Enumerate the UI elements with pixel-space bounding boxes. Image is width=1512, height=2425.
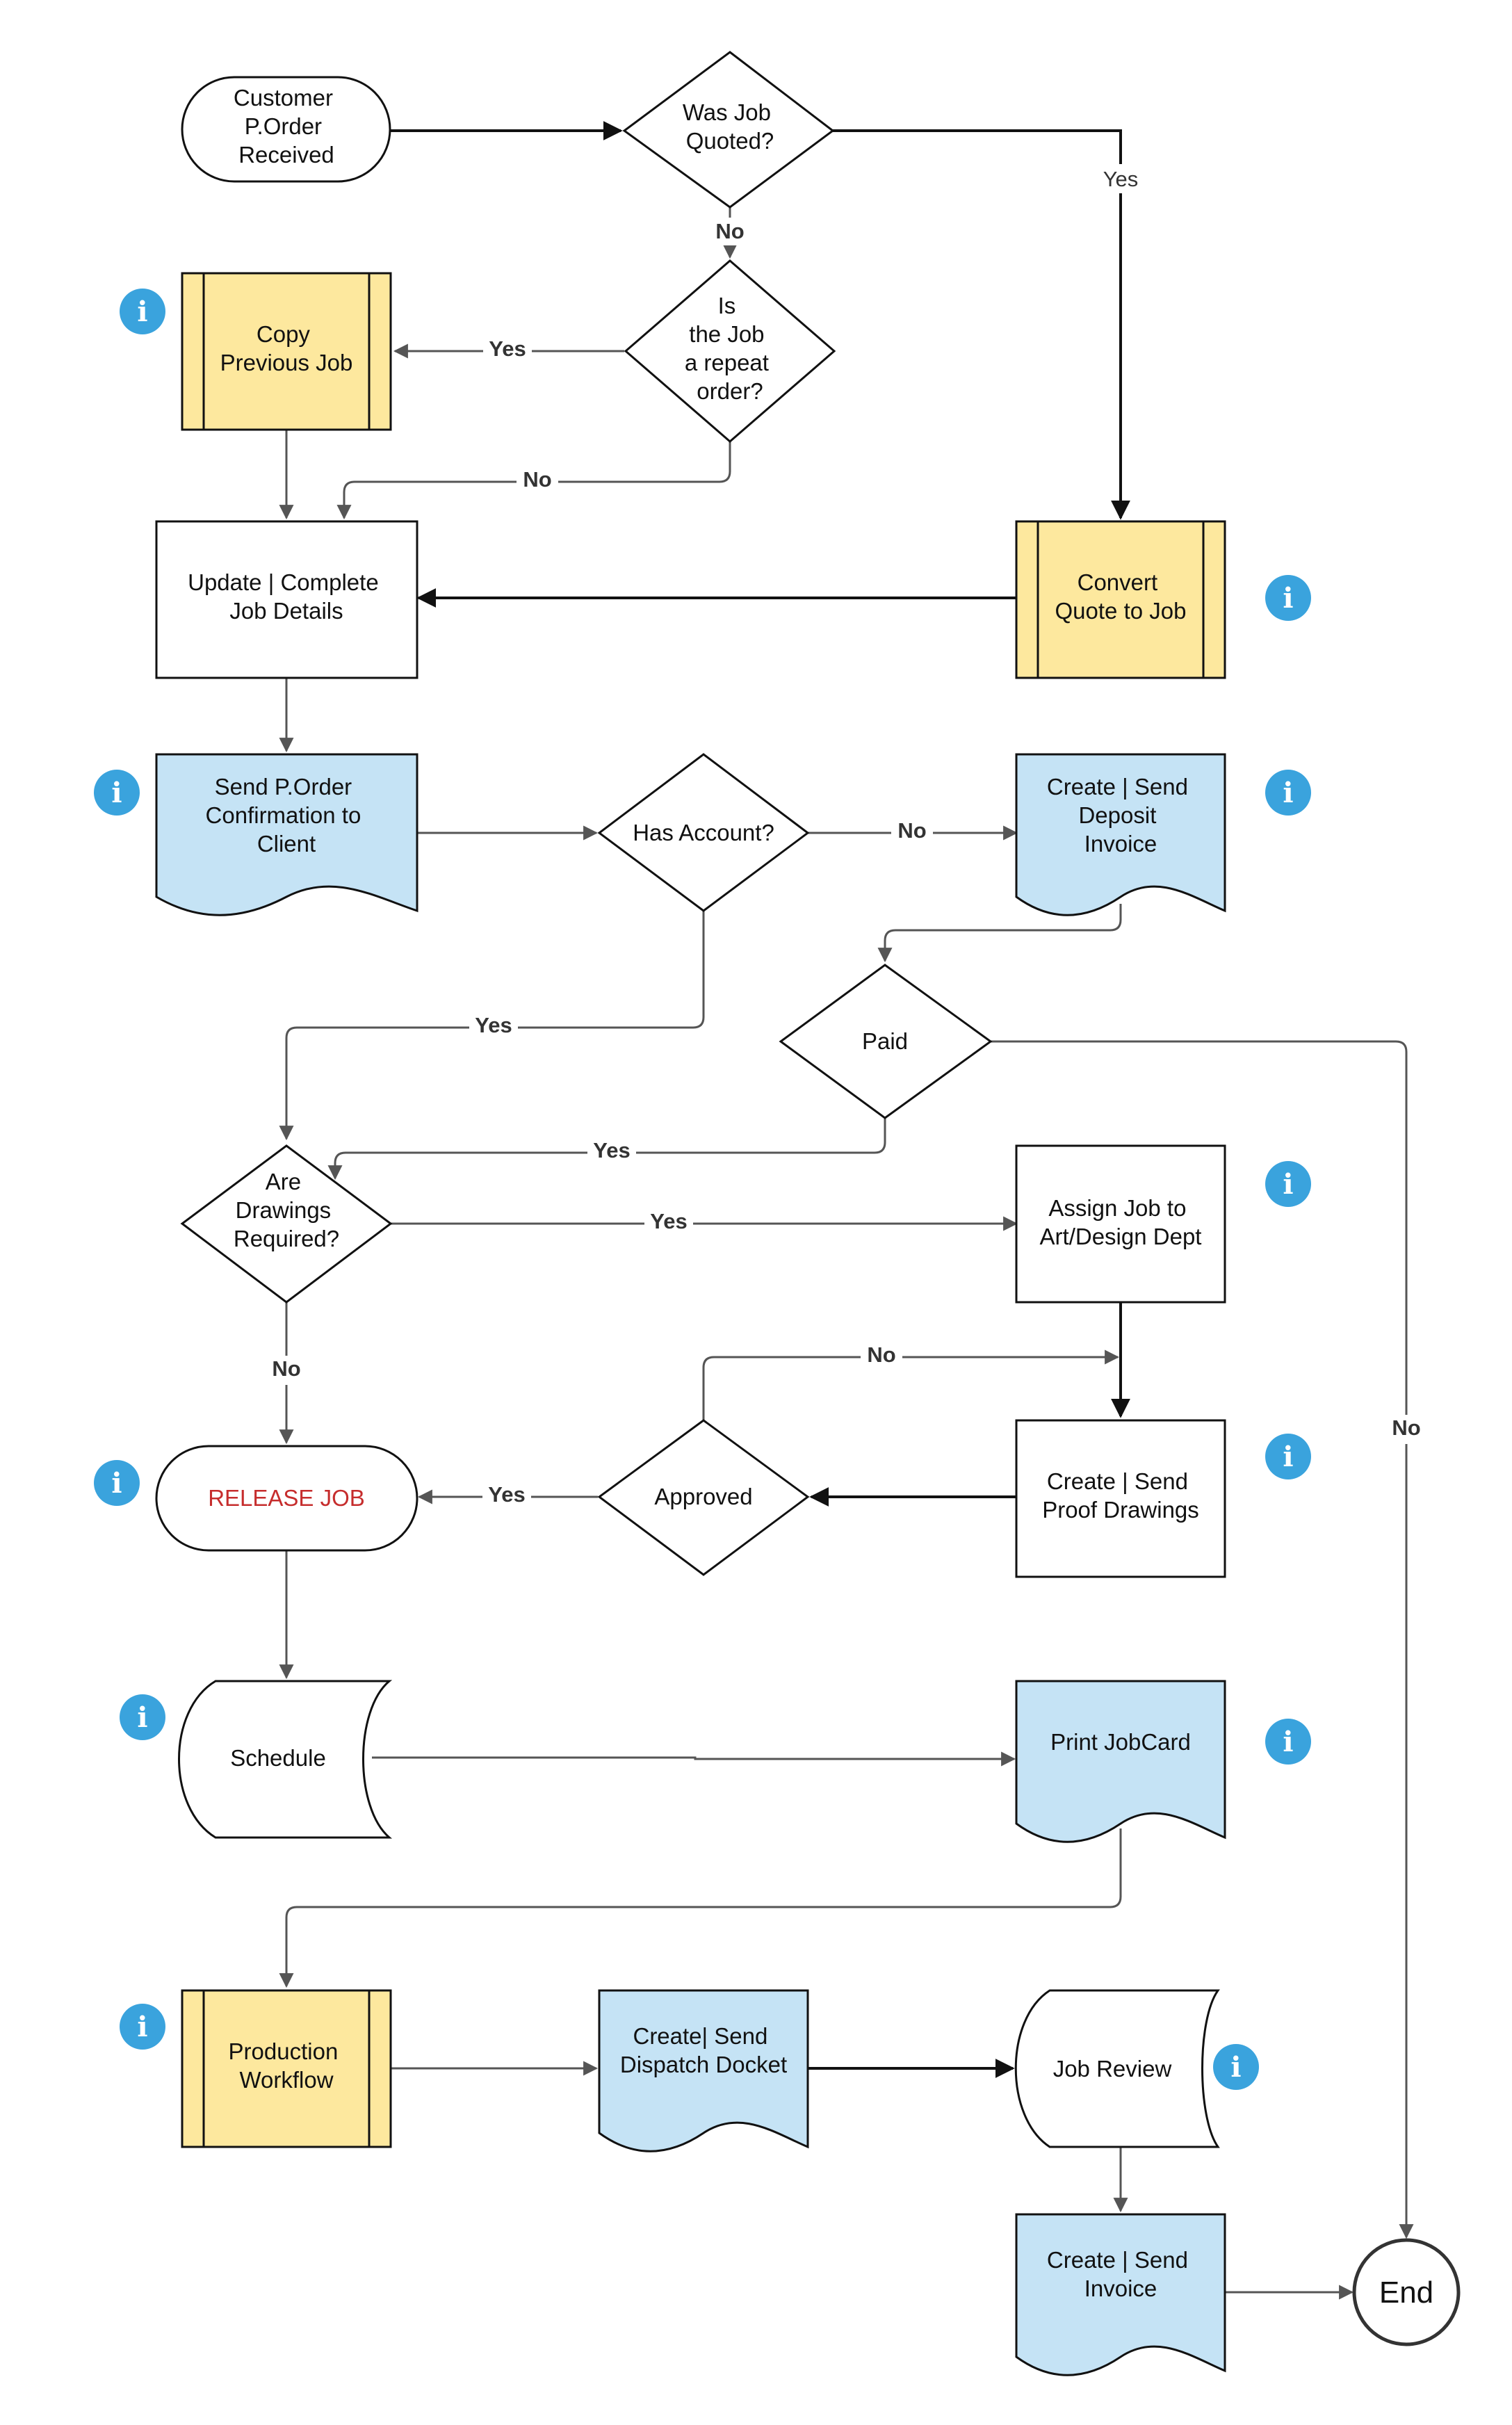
production-label: Production Workflow: [229, 2038, 345, 2093]
info-icon[interactable]: i: [1265, 1434, 1311, 1479]
svg-text:i: i: [137, 1701, 147, 1734]
assign-job-process[interactable]: Assign Job to Art/Design Dept: [1015, 1144, 1226, 1304]
edge-label-bg: [1385, 1415, 1427, 1444]
edge-jobcard-to-production: [279, 1828, 1122, 1988]
proof-drawings-process[interactable]: Create | Send Proof Drawings: [1015, 1419, 1226, 1578]
edge-paid-no: [991, 1040, 1414, 2239]
label-drawings-yes: Yes: [650, 1209, 687, 1233]
drawings-label: Are Drawings Required?: [234, 1169, 339, 1251]
info-icon[interactable]: i: [1265, 575, 1311, 621]
update-job-label: Update | Complete Job Details: [188, 569, 385, 624]
svg-text:i: i: [1283, 1441, 1293, 1473]
end-label: End: [1379, 2276, 1433, 2310]
edge-label-bg: [482, 1482, 531, 1511]
final-invoice-label: Create | Send Invoice: [1047, 2247, 1194, 2301]
label-repeat-yes: Yes: [489, 336, 526, 361]
info-icon[interactable]: i: [120, 2004, 165, 2050]
svg-text:i: i: [1283, 1168, 1293, 1201]
convert-quote-process[interactable]: Convert Quote to Job: [1015, 520, 1226, 679]
has-account-decision[interactable]: Has Account?: [597, 753, 810, 912]
paid-label: Paid: [862, 1028, 908, 1054]
approved-decision[interactable]: Approved: [597, 1419, 810, 1576]
release-job-terminal[interactable]: RELEASE JOB: [155, 1445, 418, 1552]
deposit-invoice-document[interactable]: Create | Send Deposit Invoice: [1015, 753, 1226, 916]
svg-text:i: i: [1283, 777, 1293, 809]
info-icon[interactable]: i: [94, 1460, 140, 1506]
is-repeat-order-decision[interactable]: Is the Job a repeat order?: [624, 259, 836, 443]
svg-text:i: i: [1283, 1726, 1293, 1758]
edge-label-bg: [469, 1012, 518, 1041]
has-account-label: Has Account?: [633, 820, 774, 845]
label-quoted-yes: Yes: [1103, 167, 1139, 191]
svg-text:i: i: [111, 777, 122, 809]
svg-text:i: i: [111, 1467, 122, 1500]
production-workflow-process[interactable]: Production Workflow: [181, 1989, 392, 2148]
proof-drawings-label: Create | Send Proof Drawings: [1042, 1468, 1199, 1523]
job-review-stored-data[interactable]: Job Review: [1014, 1989, 1220, 2148]
edge-label-bg: [861, 1342, 902, 1371]
info-icon[interactable]: i: [1265, 770, 1311, 816]
edge-approved-no: [702, 1349, 1120, 1420]
info-icon[interactable]: i: [120, 1694, 165, 1740]
edge-label-bg: [891, 818, 933, 847]
edge-label-bg: [644, 1208, 693, 1238]
info-icon[interactable]: i: [94, 770, 140, 816]
label-paid-no-overlay: No: [1392, 1416, 1420, 1440]
svg-text:i: i: [137, 2011, 147, 2043]
confirmation-label: Send P.Order Confirmation to Client: [206, 774, 368, 857]
dispatch-docket-document[interactable]: Create| Send Dispatch Docket: [598, 1989, 809, 2152]
end-terminal[interactable]: End: [1352, 2238, 1461, 2346]
send-confirmation-document[interactable]: Send P.Order Confirmation to Client: [155, 753, 418, 916]
copy-previous-job-process[interactable]: Copy Previous Job: [181, 272, 392, 431]
edge-deposit-to-paid: [877, 904, 1122, 963]
copy-job-label: Copy Previous Job: [220, 321, 353, 375]
info-icon[interactable]: i: [1213, 2044, 1259, 2090]
edge-was-quoted-yes: [833, 129, 1130, 520]
label-account-no: No: [897, 818, 926, 843]
schedule-label: Schedule: [230, 1745, 326, 1771]
edge-label-bg: [587, 1137, 636, 1167]
was-quoted-label: Was Job Quoted?: [683, 99, 777, 154]
assign-job-label: Assign Job to Art/Design Dept: [1040, 1195, 1202, 1249]
paid-decision[interactable]: Paid: [779, 964, 993, 1119]
print-jobcard-label: Print JobCard: [1050, 1729, 1191, 1755]
start-terminal[interactable]: Customer P.Order Received: [181, 76, 391, 183]
label-approved-yes: Yes: [488, 1482, 525, 1507]
schedule-stored-data[interactable]: Schedule: [178, 1680, 393, 1839]
edge-label-bg: [266, 1356, 307, 1385]
start-label: Customer P.Order Received: [234, 85, 339, 168]
info-icon[interactable]: i: [120, 289, 165, 334]
svg-text:i: i: [1230, 2051, 1241, 2084]
deposit-invoice-label: Create | Send Deposit Invoice: [1047, 774, 1194, 857]
label-paid-yes: Yes: [593, 1138, 630, 1162]
approved-label: Approved: [654, 1484, 752, 1509]
final-invoice-document[interactable]: Create | Send Invoice: [1015, 2213, 1226, 2376]
dispatch-label: Create| Send Dispatch Docket: [620, 2023, 787, 2077]
drawings-required-decision[interactable]: Are Drawings Required?: [180, 1144, 393, 1304]
label-quoted-no: No: [715, 219, 744, 243]
info-icon[interactable]: i: [1265, 1719, 1311, 1765]
svg-text:i: i: [1283, 582, 1293, 615]
edge-schedule-to-jobcard: [372, 1751, 1016, 1767]
update-job-details-process[interactable]: Update | Complete Job Details: [155, 520, 418, 679]
print-jobcard-document[interactable]: Print JobCard: [1015, 1680, 1226, 1843]
is-repeat-label: Is the Job a repeat order?: [685, 293, 775, 404]
label-repeat-no: No: [523, 467, 551, 492]
edge-label-bg: [709, 218, 751, 245]
label-drawings-no: No: [272, 1356, 300, 1381]
label-account-yes: Yes: [475, 1013, 512, 1037]
svg-text:i: i: [137, 295, 147, 328]
was-job-quoted-decision[interactable]: Was Job Quoted?: [622, 51, 835, 209]
job-review-label: Job Review: [1053, 2056, 1172, 2082]
edge-label-bg: [483, 336, 532, 365]
info-icon[interactable]: i: [1265, 1161, 1311, 1207]
edge-label-bg: [1097, 164, 1144, 193]
edge-label-bg: [517, 467, 558, 496]
label-approved-no: No: [867, 1343, 895, 1367]
release-job-label: RELEASE JOB: [208, 1485, 365, 1511]
convert-quote-label: Convert Quote to Job: [1055, 569, 1187, 624]
